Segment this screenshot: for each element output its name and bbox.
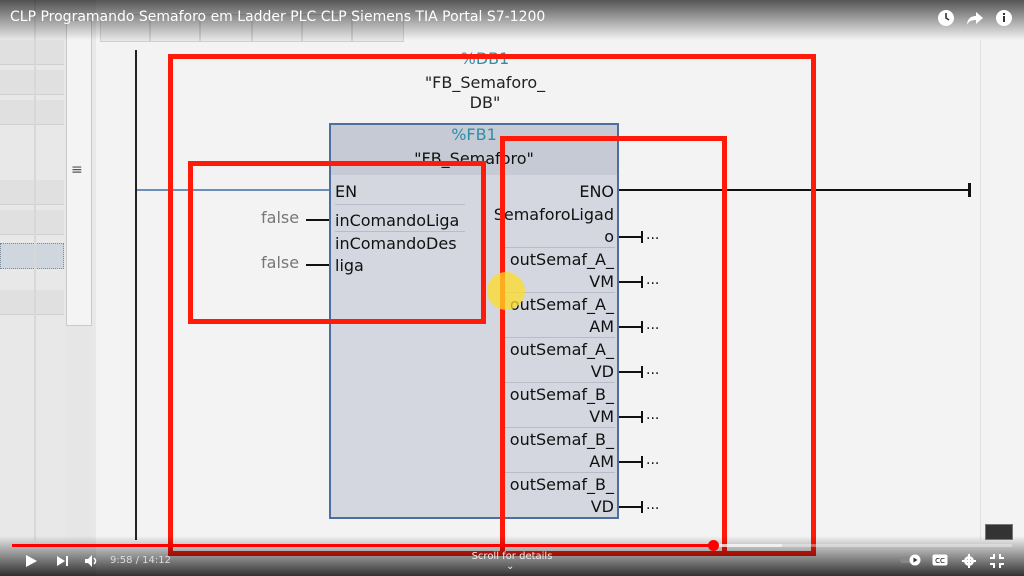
pin-separator [505, 337, 615, 338]
share-icon[interactable] [964, 8, 986, 30]
fb-ref: %FB1 [451, 125, 497, 144]
chevron-down-icon[interactable]: ⌄ [506, 561, 515, 572]
in-comando-liga-value[interactable]: false [261, 208, 300, 227]
out-value[interactable]: ... [646, 272, 660, 288]
out-wire-end [641, 231, 643, 243]
in-wire [306, 264, 329, 266]
out-value[interactable]: ... [646, 362, 660, 378]
out-wire [619, 416, 643, 418]
pin-out-b-vm-2[interactable]: VM [589, 407, 614, 426]
grid-line [980, 40, 981, 540]
pin-out-a-am-1[interactable]: outSemaf_A_ [509, 295, 614, 314]
volume-icon[interactable] [84, 554, 100, 572]
pin-out-a-vm-1[interactable]: outSemaf_A_ [509, 250, 614, 269]
pin-out-b-am-1[interactable]: outSemaf_B_ [509, 430, 614, 449]
menu-lines-icon[interactable]: ≡ [71, 162, 83, 178]
out-wire [619, 326, 643, 328]
out-value[interactable]: ... [646, 317, 660, 333]
cursor-highlight [487, 272, 525, 310]
out-wire-end [641, 321, 643, 333]
time-display: 9:58 / 14:12 [110, 555, 172, 566]
highlight-box-inputs [188, 161, 486, 324]
pin-separator [505, 472, 615, 473]
pin-separator [335, 231, 465, 232]
eno-wire [619, 189, 970, 191]
nav-row[interactable] [0, 40, 64, 65]
out-wire [619, 461, 643, 463]
pin-separator [505, 247, 615, 248]
next-icon[interactable] [56, 554, 70, 572]
autoplay-toggle[interactable] [900, 554, 922, 570]
out-wire [619, 281, 643, 283]
out-value[interactable]: ... [646, 227, 660, 243]
en-wire [137, 189, 329, 191]
pin-separator [505, 427, 615, 428]
exit-fullscreen-icon[interactable] [990, 554, 1004, 572]
out-wire-end [641, 456, 643, 468]
out-value[interactable]: ... [646, 452, 660, 468]
pin-separator [505, 382, 615, 383]
pin-separator [505, 292, 615, 293]
pin-en[interactable]: EN [335, 182, 358, 201]
pin-out-a-am-2[interactable]: AM [589, 317, 614, 336]
out-wire-end [641, 366, 643, 378]
nav-row[interactable] [0, 70, 64, 95]
pin-out-a-vm-2[interactable]: VM [589, 272, 614, 291]
nav-row[interactable] [0, 210, 64, 235]
pin-out-b-am-2[interactable]: AM [589, 452, 614, 471]
project-navigation-panel: ≡ [0, 0, 96, 576]
scroll-for-details[interactable]: Scroll for details [471, 551, 553, 562]
pin-out-b-vm-1[interactable]: outSemaf_B_ [509, 385, 614, 404]
channel-watermark[interactable] [985, 524, 1013, 540]
captions-icon[interactable]: CC [932, 554, 948, 570]
nav-row[interactable] [0, 290, 64, 315]
in-wire [306, 219, 329, 221]
player-top-bar: CLP Programando Semaforo em Ladder PLC C… [0, 0, 1024, 40]
instance-db-name-line2: DB" [469, 93, 501, 112]
pin-in-comando-desliga-2[interactable]: liga [335, 256, 364, 275]
left-power-rail [135, 50, 137, 540]
progress-played [12, 544, 714, 547]
out-wire-end [641, 411, 643, 423]
progress-scrubber[interactable] [708, 540, 719, 551]
out-wire-end [641, 276, 643, 288]
out-wire [619, 506, 643, 508]
pin-out-b-vd-2[interactable]: VD [590, 497, 614, 516]
pin-out-a-vd-1[interactable]: outSemaf_A_ [509, 340, 614, 359]
nav-row-selected[interactable] [0, 243, 64, 269]
pin-out-semaforo-ligado-2[interactable]: o [604, 227, 614, 246]
highlight-box-outputs [500, 136, 727, 556]
pin-in-comando-liga[interactable]: inComandoLiga [335, 211, 460, 230]
info-icon[interactable] [993, 8, 1015, 30]
play-icon[interactable] [24, 554, 38, 572]
out-wire-end [641, 501, 643, 513]
nav-row[interactable] [0, 180, 64, 205]
pin-out-a-vd-2[interactable]: VD [590, 362, 614, 381]
clock-icon[interactable] [935, 8, 957, 30]
pin-in-comando-desliga-1[interactable]: inComandoDes [335, 234, 457, 253]
player-controls [0, 536, 1024, 576]
video-title[interactable]: CLP Programando Semaforo em Ladder PLC C… [10, 9, 546, 25]
nav-row[interactable] [0, 100, 64, 125]
pin-out-b-vd-1[interactable]: outSemaf_B_ [509, 475, 614, 494]
panel-divider [34, 0, 36, 540]
out-value[interactable]: ... [646, 407, 660, 423]
instance-db-name-line1: "FB_Semaforo_ [424, 73, 546, 92]
pin-eno[interactable]: ENO [579, 182, 614, 201]
out-wire [619, 236, 643, 238]
right-rail-stub [968, 183, 971, 197]
settings-gear-icon[interactable] [962, 554, 976, 572]
pin-out-semaforo-ligado-1[interactable]: SemaforoLigad [493, 205, 614, 224]
out-value[interactable]: ... [646, 497, 660, 513]
svg-text:CC: CC [935, 557, 945, 565]
out-wire [619, 371, 643, 373]
in-comando-desliga-value[interactable]: false [261, 253, 300, 272]
panel-scrollbar[interactable] [66, 20, 92, 326]
pin-separator [335, 204, 465, 205]
panel-scroll-track [66, 326, 92, 540]
